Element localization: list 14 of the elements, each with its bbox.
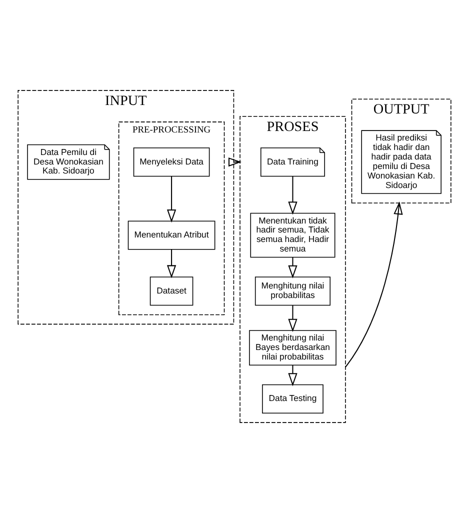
arrow xyxy=(166,248,176,278)
node-box: Menentukan Atribut xyxy=(128,220,216,250)
arrow xyxy=(345,200,403,367)
arrow xyxy=(288,257,298,278)
node-box: Menghitung nilai probabilitas xyxy=(254,276,331,306)
node-box: Menyeleksi Data xyxy=(133,147,210,176)
node-box: Dataset xyxy=(150,276,194,306)
arrow xyxy=(228,156,242,166)
node-box: Menghitung nilai Bayes berdasarkan nilai probabilitas xyxy=(249,330,336,365)
node-box: Menentukan tidak hadir semua, Tidak semua hadir, Hadir semua xyxy=(250,212,336,258)
node-box: Data Testing xyxy=(262,384,324,413)
arrow xyxy=(288,176,298,214)
arrow xyxy=(166,176,176,222)
arrow xyxy=(288,305,298,332)
